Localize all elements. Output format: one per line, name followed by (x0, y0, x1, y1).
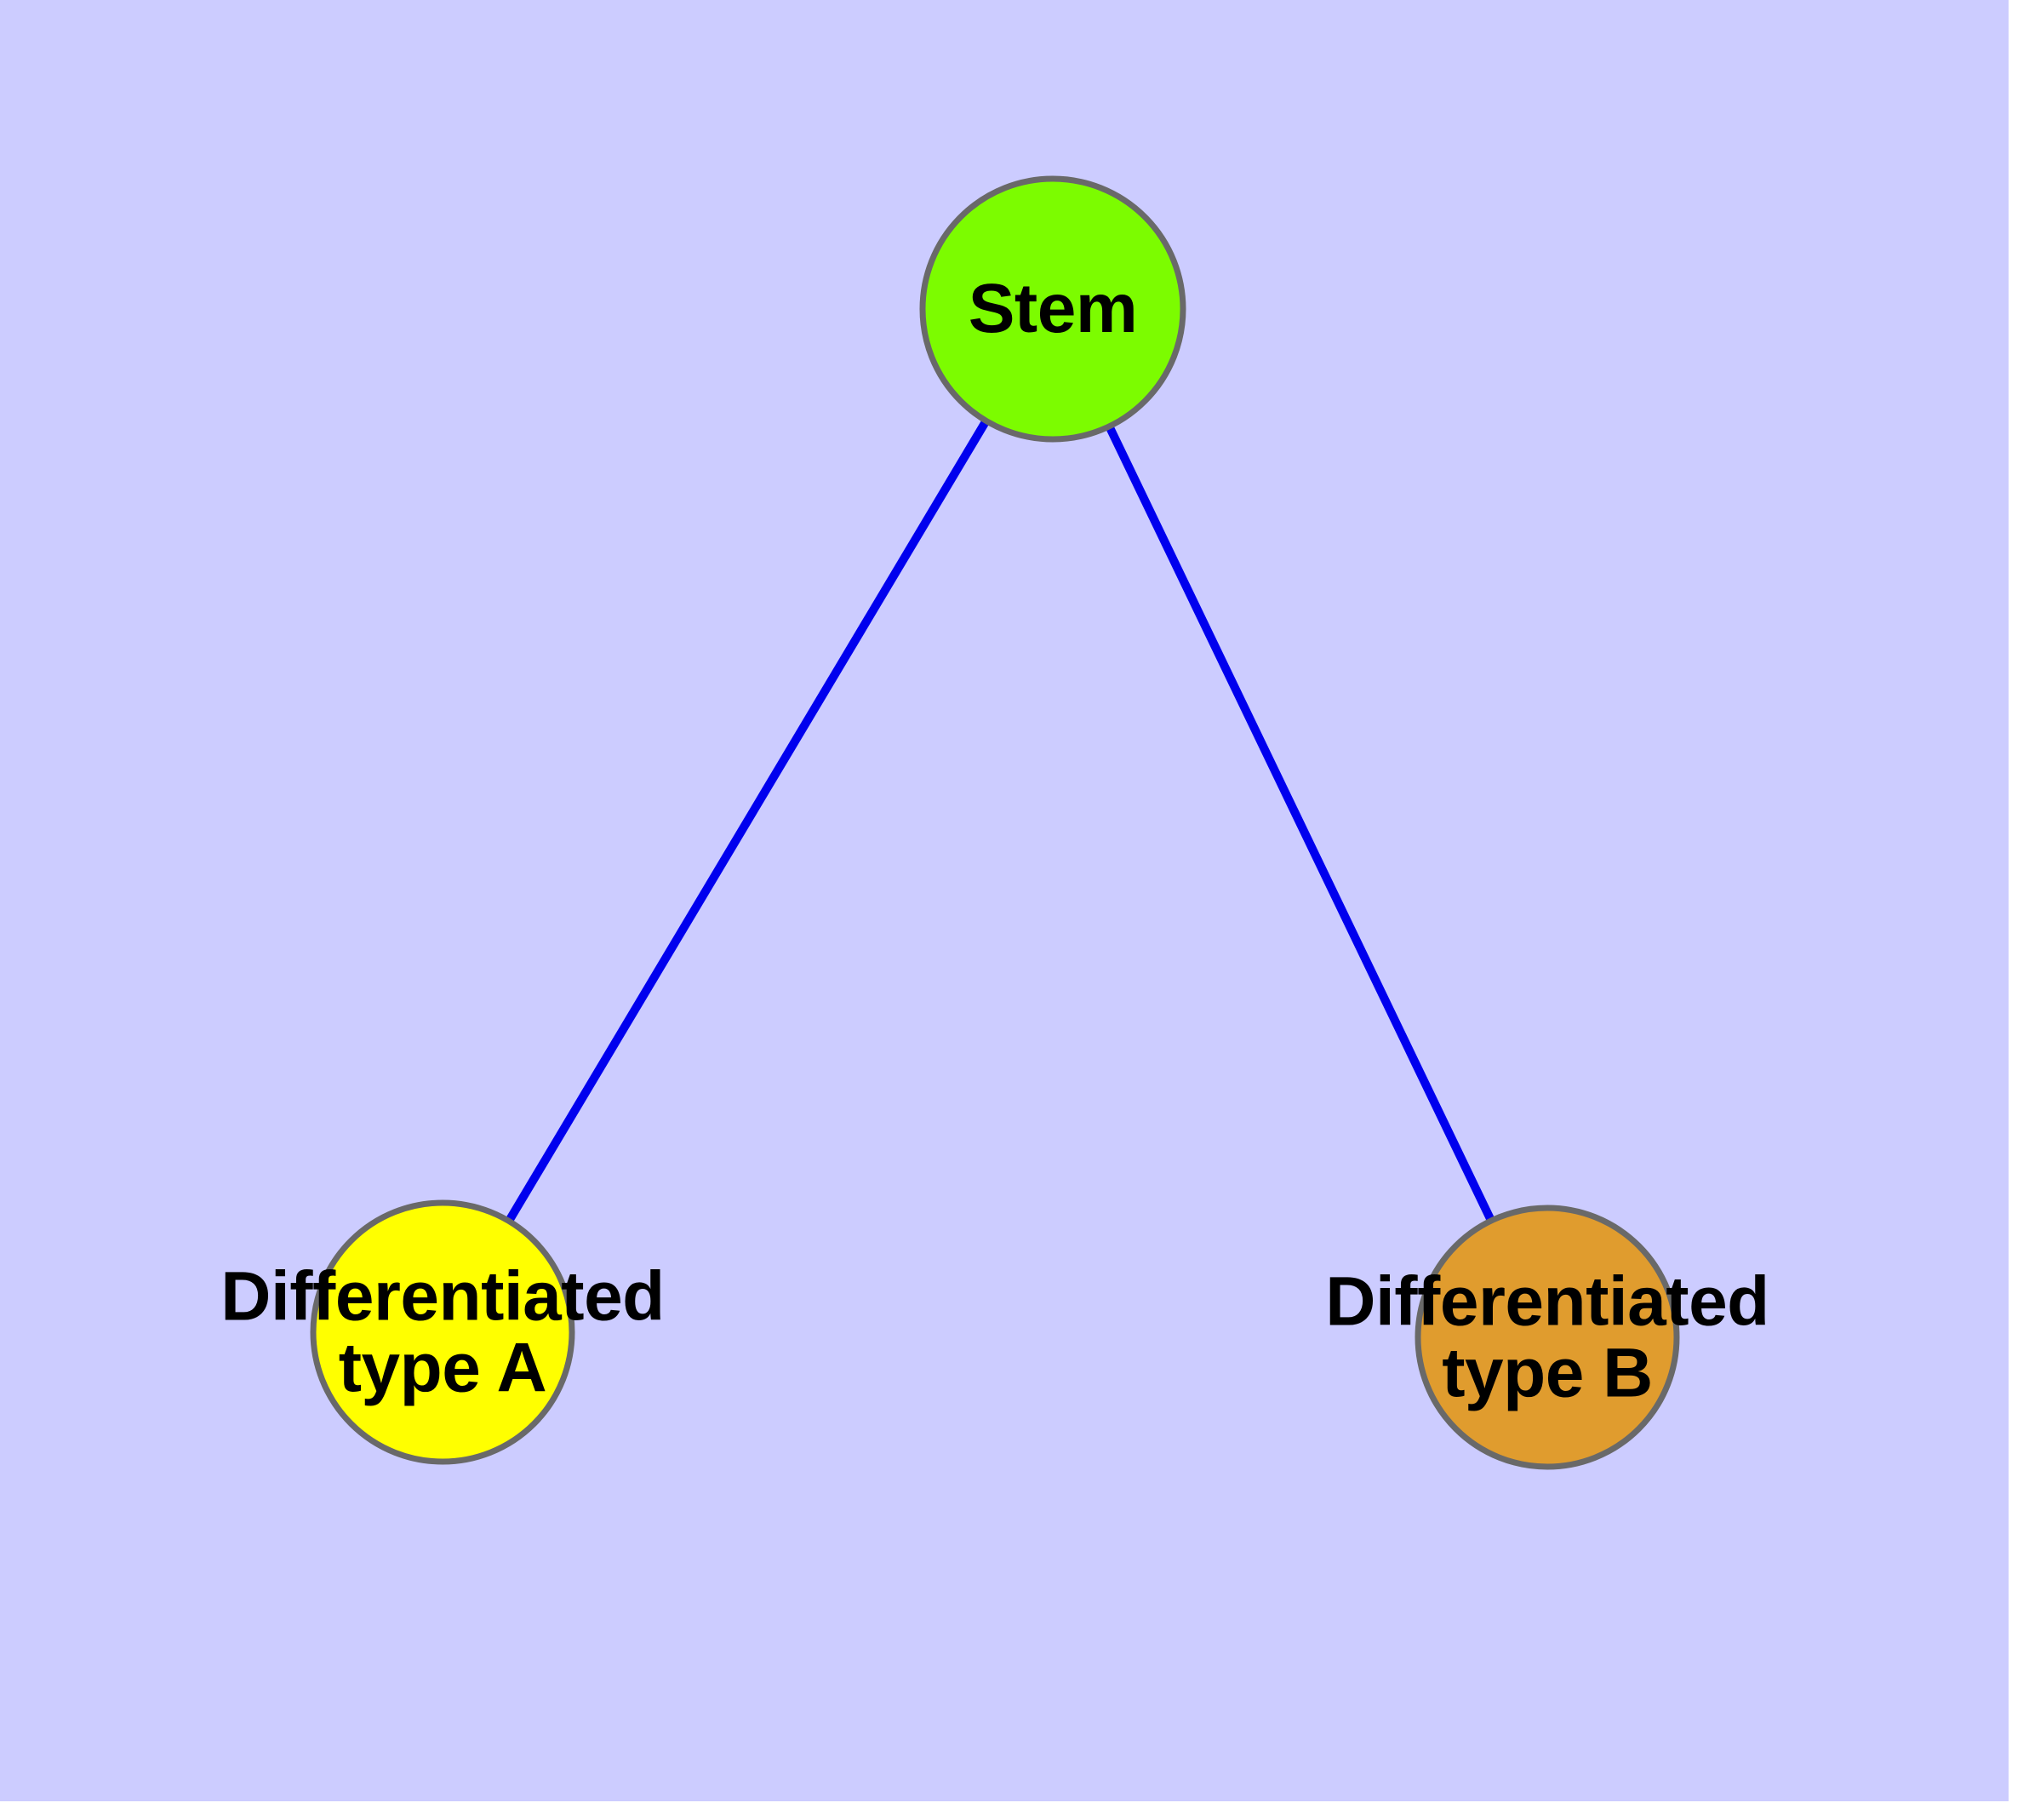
node-circle-diff-b[interactable] (1415, 1205, 1680, 1470)
edge-stem-diff-a[interactable] (438, 306, 1057, 1335)
edges-layer (438, 306, 1552, 1340)
node-circle-stem[interactable] (919, 175, 1186, 443)
edge-stem-diff-b[interactable] (1049, 306, 1552, 1340)
nodes-layer (310, 175, 1680, 1470)
node-circle-diff-a[interactable] (310, 1199, 575, 1465)
